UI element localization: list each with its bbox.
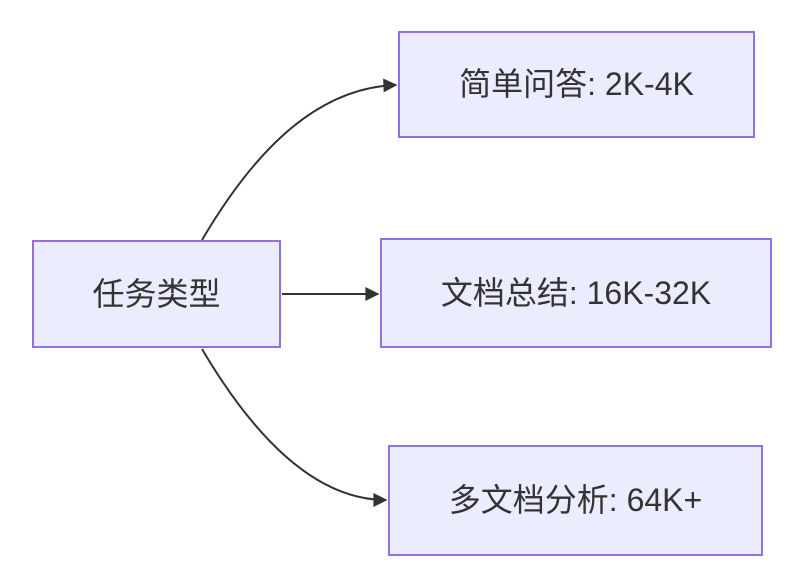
node-task-type: 任务类型 [32,240,281,348]
node-simple-qa-label: 简单问答: 2K-4K [459,66,694,103]
node-doc-summary: 文档总结: 16K-32K [380,238,772,348]
node-multi-doc-analysis: 多文档分析: 64K+ [388,445,763,556]
edge-root-to-branch-2 [201,348,388,507]
node-doc-summary-label: 文档总结: 16K-32K [440,274,712,311]
node-simple-qa: 简单问答: 2K-4K [398,31,755,138]
edge-root-to-branch-0 [201,78,398,241]
node-task-type-label: 任务类型 [92,275,221,312]
node-multi-doc-analysis-label: 多文档分析: 64K+ [448,482,703,519]
